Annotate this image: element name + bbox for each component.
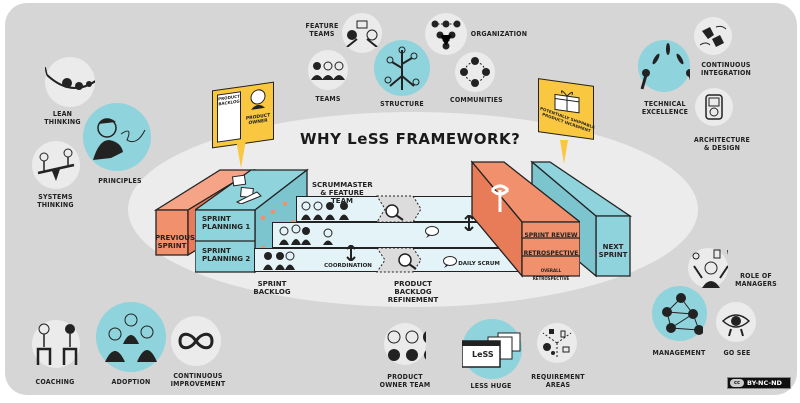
chat-bubble-icon [425, 226, 439, 238]
product-backlog-list: PRODUCT BACKLOG [217, 91, 241, 143]
person-pointing-icon [93, 118, 146, 160]
tree-icon [384, 46, 420, 90]
community-ring-icon [460, 57, 490, 87]
management-label: MANAGEMENT [652, 349, 706, 357]
go-see-circle[interactable] [716, 302, 756, 342]
lean-thinking-circle[interactable] [45, 57, 95, 107]
technical-excellence-circle[interactable] [638, 40, 690, 92]
lean-thinking-label: LEAN THINKING [44, 110, 81, 126]
sprint-review-block [470, 160, 580, 278]
po-team-icon [387, 330, 426, 361]
continuous-improvement-circle[interactable] [171, 316, 221, 366]
technical-excellence-label: TECHNICAL EXCELLENCE [641, 100, 689, 116]
high-five-icon [346, 20, 378, 47]
coordination-arrow-icon [346, 245, 356, 261]
principles-circle[interactable] [83, 103, 151, 171]
go-see-label: GO SEE [723, 349, 751, 357]
systems-thinking-label: SYSTEMS THINKING [37, 193, 74, 209]
coordination-people-icon [263, 251, 295, 270]
seesaw-icon [37, 148, 75, 181]
coaching-circle[interactable] [32, 320, 80, 368]
adoption-circle[interactable] [96, 302, 166, 372]
product-owner-team-circle[interactable] [384, 323, 426, 365]
product-owner-sign: PRODUCT BACKLOG PRODUCT OWNER [212, 81, 274, 149]
structure-label: STRUCTURE [380, 100, 424, 108]
refinement-magnifier-icon[interactable] [396, 252, 418, 270]
communities-circle[interactable] [455, 52, 495, 92]
org-network-icon [431, 20, 461, 50]
product-backlog-sign-label: PRODUCT BACKLOG [218, 93, 240, 107]
adoption-group-icon [105, 313, 157, 362]
less-huge-label: LESS HUGE [470, 382, 512, 390]
product-owner-sign-pointer [236, 140, 246, 168]
product-backlog-refinement-label: PRODUCT BACKLOG REFINEMENT [387, 280, 439, 304]
sprint-planning-1-label[interactable]: SPRINT PLANNING 1 [202, 215, 251, 231]
sync-arrow-icon [464, 215, 474, 231]
requirement-areas-icon [542, 329, 572, 359]
license-text: BY-NC-ND [747, 379, 782, 387]
daily-scrum-bubble-icon [443, 256, 457, 268]
increment-sign-pointer [560, 140, 568, 164]
next-sprint-label[interactable]: NEXT SPRINT [598, 243, 628, 259]
coaching-label: COACHING [35, 378, 75, 386]
juggling-icon [640, 43, 690, 90]
team-people-icon [311, 61, 345, 80]
magnifier-icon[interactable] [383, 203, 405, 221]
teams-circle[interactable] [308, 50, 348, 90]
coaching-people-icon [36, 323, 78, 365]
eye-icon [721, 314, 751, 337]
communities-label: COMMUNITIES [450, 96, 503, 104]
music-player-icon [705, 94, 723, 120]
increment-sign: POTENTIALLY SHIPPABLE PRODUCT INCREMENT [538, 78, 595, 140]
continuous-integration-circle[interactable] [694, 17, 732, 55]
daily-scrum-label: DAILY SCRUM [458, 261, 500, 267]
adoption-label: ADOPTION [111, 378, 151, 386]
sprint-review-label[interactable]: SPRINT REVIEW [524, 232, 578, 239]
architecture-design-label: ARCHITECTURE & DESIGN [693, 136, 751, 152]
requirement-areas-label: REQUIREMENT AREAS [531, 373, 585, 389]
license-badge[interactable]: cc BY-NC-ND [727, 377, 791, 389]
planning-team-people-icon [279, 224, 333, 245]
management-network-icon [661, 292, 703, 335]
creative-commons-icon: cc [730, 379, 744, 387]
feature-team-people-icon [301, 201, 349, 220]
less-huge-circle[interactable]: LeSS [462, 319, 522, 379]
infinity-icon [178, 332, 214, 350]
requirement-areas-circle[interactable] [537, 323, 577, 363]
role-of-managers-label: ROLE OF MANAGERS [735, 272, 777, 288]
overall-retrospective-label[interactable]: OVERALL RETROSPECTIVE [532, 268, 570, 281]
structure-circle[interactable] [374, 40, 430, 96]
role-of-managers-circle[interactable] [688, 248, 728, 288]
architecture-design-circle[interactable] [695, 88, 733, 126]
sprint-planning-2-label[interactable]: SPRINT PLANNING 2 [202, 247, 251, 263]
page-title: WHY LeSS FRAMEWORK? [300, 130, 521, 148]
management-circle[interactable] [652, 286, 707, 341]
continuous-integration-label: CONTINUOUS INTEGRATION [700, 61, 752, 77]
feature-teams-label: FEATURE TEAMS [305, 22, 339, 38]
feature-teams-circle[interactable] [342, 13, 382, 53]
product-owner-sign-label: PRODUCT OWNER [245, 113, 271, 127]
systems-thinking-circle[interactable] [32, 141, 80, 189]
organization-circle[interactable] [425, 13, 467, 55]
coordination-label: COORDINATION [324, 263, 372, 269]
manager-juggling-icon [692, 249, 728, 288]
scrummaster-feature-team-label: SCRUMMASTER & FEATURE TEAM [312, 181, 373, 205]
teams-label: TEAMS [315, 95, 341, 103]
product-owner-team-label: PRODUCT OWNER TEAM [379, 373, 431, 389]
continuous-improvement-label: CONTINUOUS IMPROVEMENT [170, 372, 226, 388]
previous-sprint-label[interactable]: PREVIOUS SPRINT [155, 234, 196, 250]
product-owner-face-icon [250, 89, 266, 110]
gift-box-icon [554, 90, 580, 114]
hammock-icon [45, 67, 95, 90]
principles-label: PRINCIPLES [98, 177, 142, 185]
sprint-backlog-label: SPRINT BACKLOG [253, 280, 291, 296]
sprint-planning-block [195, 168, 309, 274]
less-huge-boxes-icon: LeSS [462, 332, 521, 368]
puzzle-hands-icon [699, 25, 727, 47]
pen-icon [235, 191, 262, 204]
retrospective-label[interactable]: RETROSPECTIVE [523, 250, 579, 257]
organization-label: ORGANIZATION [470, 30, 528, 38]
less-box-text: LeSS [472, 350, 494, 359]
